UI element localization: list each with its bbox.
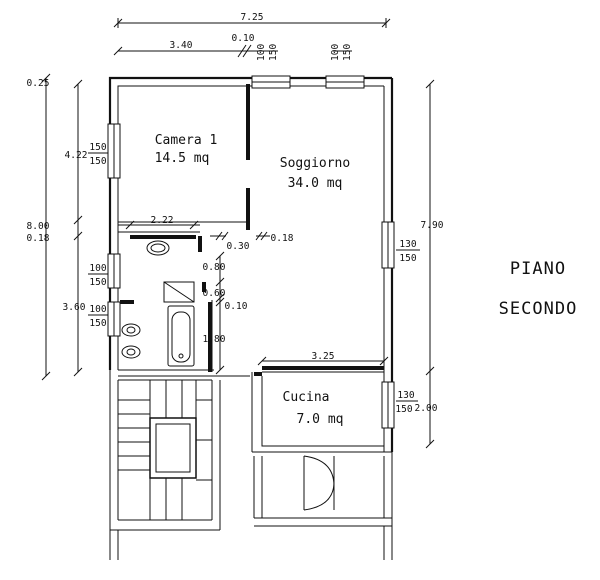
room-camera-name: Camera 1: [155, 133, 218, 148]
right-dimensions: 7.90 2.00 130 150 130 150: [395, 79, 444, 449]
dim-left-mid: 0.18: [27, 233, 50, 244]
dim-window-top-1a: 100: [256, 44, 267, 61]
bathroom-fixtures: [121, 240, 195, 367]
dim-wall-030: 0.30: [227, 241, 250, 252]
dim-wall-gap: 0.10: [232, 33, 255, 44]
dim-left-upper: 4.22: [65, 150, 88, 161]
room-cucina-name: Cucina: [283, 390, 330, 405]
dim-window-top-2a: 100: [330, 44, 341, 61]
dim-left-top: 0.25: [27, 78, 50, 89]
dim-bath-180: 1.80: [203, 334, 226, 345]
dim-window-left-2b: 150: [89, 277, 106, 288]
dim-wall-018: 0.18: [271, 233, 294, 244]
dim-window-right-2b: 150: [395, 404, 412, 415]
dim-window-right-2a: 130: [397, 390, 414, 401]
dim-window-right-1a: 130: [399, 239, 416, 250]
dim-window-left-1a: 150: [89, 142, 106, 153]
dim-left-total: 8.00: [27, 221, 50, 232]
title-line-2: SECONDO: [499, 299, 578, 319]
interior-dimensions: 2.22 0.30 0.18 0.80 0.60 0.10 1.80 3.25: [118, 215, 389, 375]
room-labels: Camera 1 14.5 mq Soggiorno 34.0 mq Cucin…: [155, 133, 351, 427]
dim-kitchen-width: 3.25: [312, 351, 335, 362]
dim-right-total: 7.90: [421, 220, 444, 231]
dim-window-left-3a: 100: [89, 304, 106, 315]
dim-left-lower: 3.60: [63, 302, 86, 313]
entrance-area: [253, 452, 393, 560]
left-dimensions: 0.25 8.00 0.18 4.22 3.60 150 150 100 150…: [27, 73, 110, 381]
dim-bath-080: 0.80: [203, 262, 226, 273]
dim-camera-width: 2.22: [151, 215, 174, 226]
dim-window-left-2a: 100: [89, 263, 106, 274]
staircase: [109, 370, 221, 560]
dim-window-top-2b: 150: [342, 44, 353, 61]
top-dimensions: 7.25 3.40 0.10 100 150 100 150: [113, 12, 391, 61]
dim-total-width: 7.25: [241, 12, 264, 23]
dim-window-right-1b: 150: [399, 253, 416, 264]
walls: [107, 75, 395, 453]
room-camera-area: 14.5 mq: [155, 151, 210, 166]
drawing-title: PIANO SECONDO: [499, 259, 578, 319]
dim-window-left-3b: 150: [89, 318, 106, 329]
dim-window-top-1b: 150: [268, 44, 279, 61]
dim-left-width: 3.40: [170, 40, 193, 51]
room-cucina-area: 7.0 mq: [297, 412, 344, 427]
dim-window-left-1b: 150: [89, 156, 106, 167]
dim-bath-010: 0.10: [225, 301, 248, 312]
room-soggiorno-area: 34.0 mq: [288, 176, 343, 191]
dim-right-lower: 2.00: [415, 403, 438, 414]
dim-bath-060: 0.60: [203, 288, 226, 299]
room-soggiorno-name: Soggiorno: [280, 156, 350, 171]
title-line-1: PIANO: [510, 259, 566, 279]
